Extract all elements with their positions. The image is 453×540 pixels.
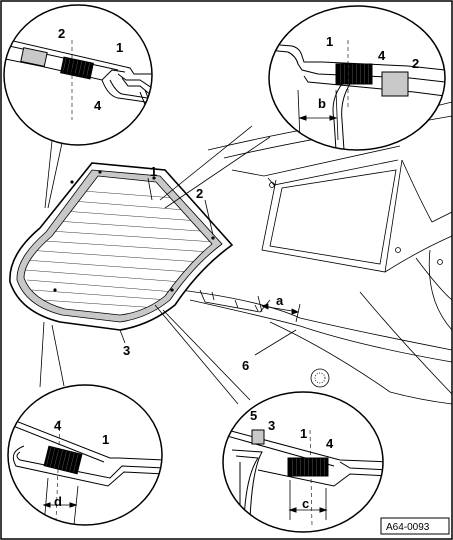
fuel-cap (310, 368, 330, 388)
fuel-cap-inner (314, 372, 326, 384)
label-5-bubble-br: 5 (250, 408, 257, 423)
label-1-bubble-bl: 1 (102, 432, 109, 447)
figure-ref-box (380, 517, 450, 535)
label-4-bubble-bl: 4 (54, 418, 62, 433)
leader-lines (39, 125, 297, 405)
label-d: d (54, 494, 62, 509)
detail-callout-bottom-right (222, 391, 384, 533)
detail-callout-top-right (268, 5, 446, 151)
label-1-bubble-tr: 1 (326, 34, 333, 49)
label-3-glass: 3 (123, 343, 130, 358)
rear-window-glass (9, 162, 234, 331)
label-c: c (302, 496, 309, 511)
label-1-bubble-br: 1 (300, 426, 307, 441)
label-1-bubble-tl: 1 (116, 40, 123, 55)
dimension-a (257, 295, 301, 323)
label-4-bubble-br: 4 (326, 436, 334, 451)
detail-callout-bottom-left (7, 384, 163, 526)
detail-callout-top-left (3, 4, 153, 146)
body-mount-point (395, 247, 401, 253)
label-a: a (276, 293, 284, 308)
body-mount-point (437, 259, 443, 265)
label-2-bubble-tr: 2 (412, 56, 419, 71)
figure-ref: A64-0093 (386, 522, 430, 533)
body-mount-point (269, 182, 275, 188)
label-2-glass: 2 (196, 186, 203, 201)
label-1-glass: 1 (150, 164, 157, 179)
label-6: 6 (242, 358, 249, 373)
label-3-bubble-br: 3 (268, 418, 275, 433)
label-4-bubble-tl: 4 (94, 98, 102, 113)
label-1-bubble-tl-left: 2 (58, 26, 65, 41)
label-4-bubble-tr: 4 (378, 48, 386, 63)
label-b: b (318, 96, 326, 111)
